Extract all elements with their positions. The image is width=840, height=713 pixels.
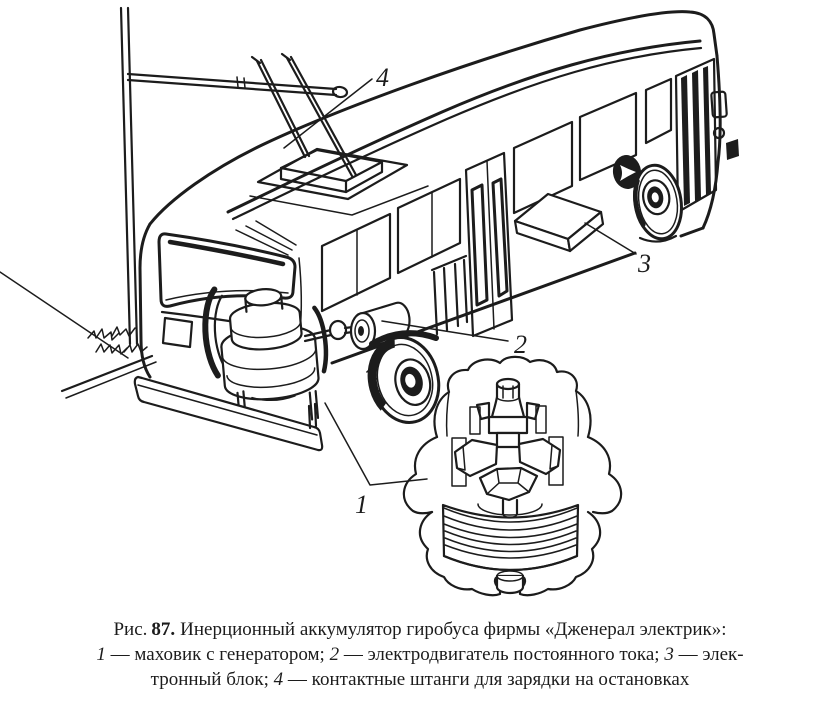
caption-item-1-text: — маховик с генератором; [105, 644, 330, 665]
front-door [430, 254, 469, 336]
detail-ribbed-drum [441, 503, 580, 572]
front-fender [369, 330, 439, 347]
roof-hatch [249, 147, 429, 216]
grass-tuft [87, 326, 148, 355]
caption-item-4-number: 4 [273, 669, 284, 690]
caption-title: Инерционный аккумулятор гиробуса фирмы «… [180, 619, 727, 640]
figure-label-3: 3 [637, 249, 651, 278]
caption-item-4-text: — контактные штанги для зарядки на остан… [283, 669, 690, 690]
leader-lines [283, 78, 637, 486]
side-windows [320, 77, 673, 313]
caption-line-3: тронный блок; 4 — контактные штанги для … [0, 667, 840, 692]
caption-figure-number: 87. [151, 619, 176, 640]
mount-bolt-right [308, 389, 320, 421]
drive-shaft [303, 319, 355, 343]
caption-item-2-number: 2 [329, 644, 340, 665]
curb-lines [0, 271, 157, 399]
charging-bar [126, 72, 349, 99]
caption-line-1: Рис.87.Инерционный аккумулятор гиробуса … [0, 617, 840, 642]
rear-wheel [633, 163, 683, 241]
caption-item-3-text-cont: тронный блок; [150, 669, 274, 690]
caption-item-3-number: 3 [664, 644, 674, 665]
flywheel-unit [202, 286, 329, 423]
rear-grille [674, 57, 718, 214]
caption-line-2: 1 — маховик с генератором; 2 — электродв… [0, 642, 840, 667]
top-cap [244, 288, 284, 313]
leader-1 [324, 402, 428, 486]
figure-label-2: 2 [514, 330, 527, 359]
leader-2 [381, 320, 509, 342]
trolley-rods [250, 52, 358, 178]
detail-dome [433, 355, 592, 439]
generator-collar [228, 301, 303, 351]
rear-porthole [712, 126, 726, 140]
caption-item-2-text: — электродвигатель постоянного тока; [339, 644, 665, 665]
figure-drawing: 4 3 2 1 [0, 6, 739, 597]
rear-face [710, 90, 739, 160]
electronics-block [513, 192, 605, 253]
front-wheel [366, 336, 441, 424]
caption-figure-word: Рис. [113, 619, 148, 640]
street-pole [119, 6, 139, 346]
rear-marker [726, 139, 739, 160]
detail-rotor [453, 431, 562, 519]
middle-door [464, 151, 514, 338]
leader-3 [584, 222, 637, 255]
figure-label-4: 4 [376, 63, 389, 92]
bus-emblem-icon [612, 155, 642, 189]
front-bumper [133, 375, 324, 452]
cutaway-flywheel-detail [402, 355, 623, 597]
figure-label-1: 1 [355, 490, 368, 519]
detail-bottom-nub [495, 570, 525, 595]
leader-4 [283, 78, 373, 149]
rear-wheel-shadow [638, 234, 678, 243]
caption-item-1-number: 1 [96, 644, 106, 665]
caption-item-3-text: — элек- [673, 644, 744, 665]
detail-shaft [475, 377, 541, 435]
mount-ring-left [202, 286, 221, 379]
figure-caption: Рис.87.Инерционный аккумулятор гиробуса … [0, 617, 840, 692]
